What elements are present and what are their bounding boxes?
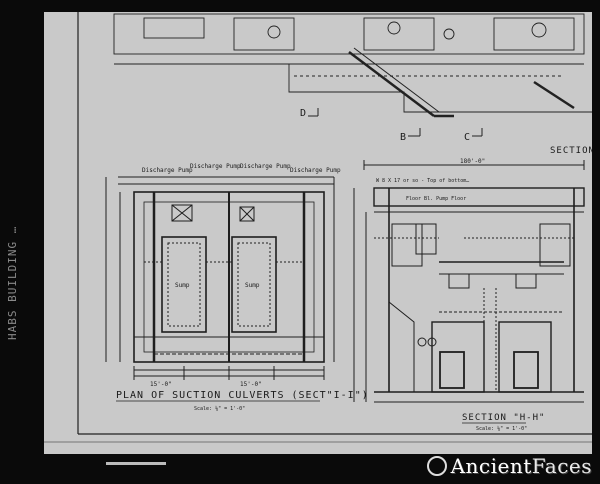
top-plan xyxy=(113,13,592,118)
scale-bar xyxy=(106,462,166,465)
plan-suction-culverts xyxy=(105,176,335,380)
section-scale: Scale: ⅛" = 1'-0" xyxy=(476,425,527,432)
watermark-part2: Faces xyxy=(531,454,592,478)
label-dim-bottom-2: 15'-0" xyxy=(240,381,262,388)
blueprint-drawing: D B C xyxy=(44,12,592,443)
watermark-logo: AncientFaces xyxy=(426,454,592,478)
plan-title: PLAN OF SUCTION CULVERTS (SECT"I-I") xyxy=(116,390,369,401)
plan-scale: Scale: ⅛" = 1'-0" xyxy=(194,405,245,412)
section-header-note: W 8 X 17 or so - Top of bottom… xyxy=(376,178,469,184)
label-discharge-pump-2: Discharge Pump xyxy=(190,163,241,170)
label-discharge-pump-4: Discharge Pump xyxy=(290,167,341,174)
label-sump-right: Sump xyxy=(245,282,260,289)
section-h-h xyxy=(353,160,585,403)
section-cut-label: SECTION xyxy=(550,146,592,156)
section-top-dim: 180'-0" xyxy=(460,158,485,165)
blueprint-sheet xyxy=(44,12,592,454)
label-discharge-pump-3: Discharge Pump xyxy=(240,163,291,170)
watermark-part1: Ancient xyxy=(450,454,532,478)
label-sump-left: Sump xyxy=(175,282,190,289)
label-discharge-pump-1: Discharge Pump xyxy=(142,167,193,174)
marker-c: C xyxy=(464,132,470,143)
marker-d: D xyxy=(300,108,306,119)
marker-b: B xyxy=(400,132,406,143)
section-floor-note: Floor Bl. Pump Floor xyxy=(406,196,466,202)
watermark-icon xyxy=(426,455,447,476)
section-title: SECTION "H-H" xyxy=(462,413,545,423)
edge-text: HABS BUILDING … xyxy=(6,225,19,340)
sheet-border xyxy=(44,12,592,443)
label-dim-bottom-1: 15'-0" xyxy=(150,381,172,388)
